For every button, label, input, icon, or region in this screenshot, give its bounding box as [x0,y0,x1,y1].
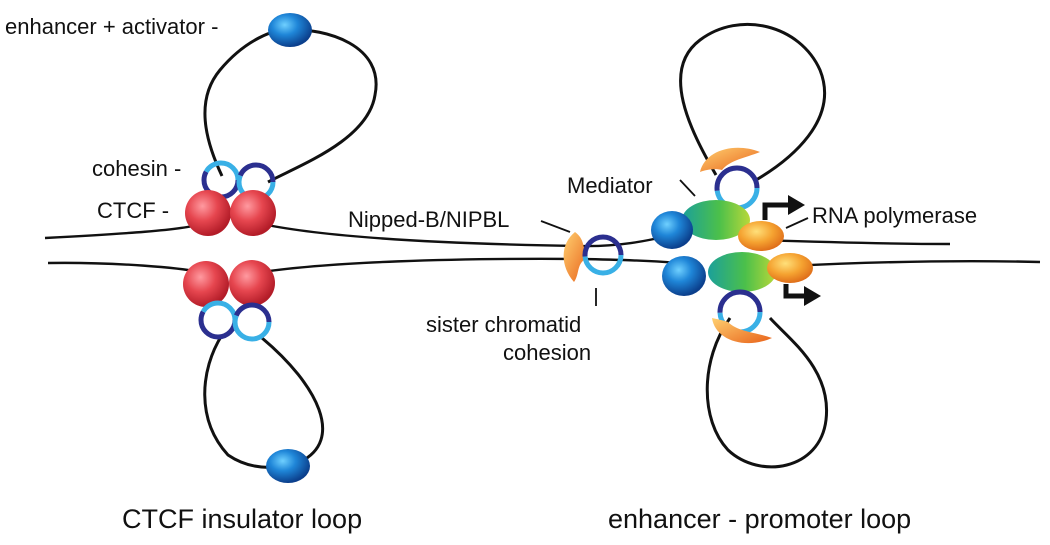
enhancer-promoter-loop [651,23,829,469]
sister-chromatid-cohesion [563,232,624,306]
cohesin-rings-lower [198,300,272,342]
transcription-arrow-upper [762,195,805,220]
label-enhancer-activator: enhancer + activator - [5,14,218,39]
rna-polymerase-lower [767,253,813,283]
enhancer-activator-bottom [266,449,310,483]
loop-upper-left [203,28,378,184]
label-nipped-b: Nipped-B/NIPBL [348,207,509,232]
ctcf-protein-upper-left [185,190,231,236]
mediator-upper [682,200,750,240]
title-ctcf-insulator-loop: CTCF insulator loop [122,504,362,534]
label-sister-chromatid: sister chromatid [426,312,581,337]
leader-rna-polymerase [785,217,809,229]
label-ctcf: CTCF - [97,198,169,223]
leader-mediator [679,179,696,197]
nipbl-upper [700,147,760,172]
loop-upper-right [679,23,827,182]
label-rna-polymerase: RNA polymerase [812,203,977,228]
nipbl-protein [563,232,588,282]
mediator-lower [708,252,776,292]
label-cohesion: cohesion [503,340,591,365]
enhancer-upper [651,211,693,249]
label-mediator: Mediator [567,173,653,198]
ctcf-protein-lower-left [183,261,229,307]
ctcf-protein-lower-right [229,260,275,306]
transcription-arrow-lower [783,284,821,306]
label-cohesin: cohesin - [92,156,181,181]
loop-lower-left [203,334,325,469]
ctcf-protein-upper-right [230,190,276,236]
title-enhancer-promoter-loop: enhancer - promoter loop [608,504,911,534]
nipbl-lower [712,318,772,344]
ctcf-insulator-loop [183,13,378,483]
enhancer-activator-top [268,13,312,47]
enhancer-lower [662,256,706,296]
rna-polymerase-upper [738,221,784,251]
leader-nipped-b [540,220,571,233]
loop-lower-right [705,316,829,469]
